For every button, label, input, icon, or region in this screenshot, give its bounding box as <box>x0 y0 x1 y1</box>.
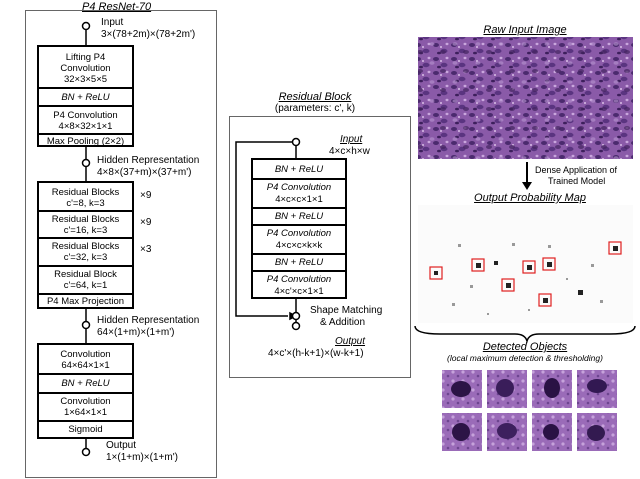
resnet-title: P4 ResNet-70 <box>82 1 152 13</box>
hidden-rep-1-shape: 4×8×(37+m)×(37+m') <box>97 167 192 178</box>
res-blocks-3-params: c'=32, k=3 <box>63 252 108 263</box>
arrow-label-line2: Trained Model <box>548 176 606 186</box>
rb-p4-conv-2-shape: 4×c×c×k×k <box>275 240 323 251</box>
p4-conv-line1: P4 Convolution <box>53 110 118 121</box>
res-blocks-2-name: Residual Blocks <box>51 214 120 225</box>
lifting-conv-line1: Lifting P4 <box>65 52 106 63</box>
conv-1-line1: Convolution <box>60 349 111 360</box>
thumb-row-1 <box>442 370 617 408</box>
resnet-output-shape: 1×(1+m)×(1+m') <box>106 452 178 463</box>
detected-objects-subtitle: (local maximum detection & thresholding) <box>447 353 603 363</box>
residual-layer-stack: BN + ReLU P4 Convolution 4×c×c×1×1 BN + … <box>251 158 347 299</box>
hidden-rep-2-label: Hidden Representation <box>97 315 200 326</box>
resnet-head-stack: Convolution 64×64×1×1 BN + ReLU Convolut… <box>37 343 134 439</box>
res-blocks-2-repeat: ×9 <box>140 217 152 228</box>
rb-bn-relu-3: BN + ReLU <box>274 257 324 268</box>
resnet-output-label: Output <box>106 440 137 451</box>
bn-relu-2: BN + ReLU <box>61 378 110 389</box>
hidden-rep-2-shape: 64×(1+m)×(1+m') <box>97 327 175 338</box>
thumb-row-2 <box>442 413 617 451</box>
conv-1-line2: 64×64×1×1 <box>61 360 110 371</box>
res-blocks-3-repeat: ×3 <box>140 244 152 255</box>
residual-input-label: Input <box>340 134 363 145</box>
rb-p4-conv-1: P4 Convolution <box>266 182 332 193</box>
lifting-conv-line3: 32×3×5×5 <box>63 74 108 85</box>
merge-label-line1: Shape Matching <box>310 305 383 316</box>
conv-2-line2: 1×64×1×1 <box>63 407 108 418</box>
res-blocks-1-params: c'=8, k=3 <box>66 198 105 209</box>
res-block-4-name: Residual Block <box>54 269 117 280</box>
rb-p4-conv-3: P4 Convolution <box>266 274 332 285</box>
residual-output-shape: 4×c'×(h-k+1)×(w-k+1) <box>268 348 364 359</box>
rb-bn-relu-1: BN + ReLU <box>274 164 324 175</box>
max-pooling: Max Pooling (2×2) <box>46 136 125 147</box>
bn-relu-1: BN + ReLU <box>61 92 110 103</box>
rb-p4-conv-1-shape: 4×c×c×1×1 <box>275 194 323 205</box>
res-blocks-1-repeat: ×9 <box>140 190 152 201</box>
p4-max-projection: P4 Max Projection <box>46 296 125 307</box>
resnet-stem-stack: Lifting P4 Convolution 32×3×5×5 BN + ReL… <box>37 45 134 147</box>
residual-subtitle: (parameters: c', k) <box>274 103 356 114</box>
res-blocks-3-name: Residual Blocks <box>51 241 120 252</box>
hidden-rep-1-label: Hidden Representation <box>97 155 200 166</box>
residual-output-label: Output <box>335 336 366 347</box>
resnet-input-label: Input <box>101 17 124 28</box>
residual-input-shape: 4×c×h×w <box>329 146 370 157</box>
residual-title: Residual Block <box>278 91 352 103</box>
res-blocks-2-params: c'=16, k=3 <box>63 225 108 236</box>
res-blocks-1-name: Residual Blocks <box>51 187 120 198</box>
p4-conv-line2: 4×8×32×1×1 <box>58 121 113 132</box>
resnet-residual-stack: Residual Blocks c'=8, k=3 Residual Block… <box>37 181 134 309</box>
resnet-input-shape: 3×(78+2m)×(78+2m') <box>101 29 196 40</box>
detected-objects-title: Detected Objects <box>482 341 568 353</box>
rb-p4-conv-3-shape: 4×c'×c×1×1 <box>274 286 324 297</box>
rb-p4-conv-2: P4 Convolution <box>266 228 332 239</box>
res-block-4-params: c'=64, k=1 <box>63 280 108 291</box>
raw-image-title: Raw Input Image <box>483 24 567 36</box>
conv-2-line1: Convolution <box>60 396 111 407</box>
rb-bn-relu-2: BN + ReLU <box>274 211 324 222</box>
sigmoid: Sigmoid <box>68 424 103 435</box>
arrow-label-line1: Dense Application of <box>535 165 618 175</box>
probability-map-title: Output Probability Map <box>474 192 586 204</box>
lifting-conv-line2: Convolution <box>60 63 111 74</box>
merge-label-line2: & Addition <box>320 317 366 328</box>
